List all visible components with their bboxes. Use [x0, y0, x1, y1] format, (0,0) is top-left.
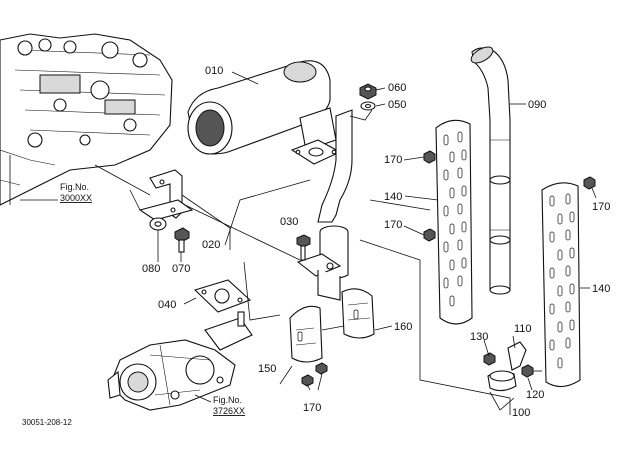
bracket-110	[507, 341, 527, 371]
fig-ref-turbo-line1: Fig.No.	[213, 395, 242, 405]
label-020: 020	[202, 239, 220, 251]
heat-shield-140-right	[541, 182, 581, 388]
bolts-170-bottom	[301, 362, 328, 387]
leader-lines-left	[94, 164, 301, 262]
fig-ref-turbo-line2: 3726XX	[213, 406, 245, 416]
label-050: 050	[388, 99, 406, 111]
fig-ref-engine-line1: Fig.No.	[60, 182, 89, 192]
label-170-bottom: 170	[303, 402, 321, 414]
washer-050	[360, 101, 376, 111]
label-080: 080	[142, 263, 160, 275]
heat-cover-150	[289, 305, 323, 363]
label-090: 090	[528, 99, 546, 111]
label-170-upper: 170	[384, 154, 402, 166]
diagram-code: 30051-208-12	[22, 418, 72, 427]
leader-lines-right	[403, 103, 597, 411]
shield-left-slots	[443, 131, 467, 307]
bolts-170-right	[423, 150, 596, 242]
bolt-030	[296, 234, 311, 261]
label-070: 070	[172, 263, 190, 275]
exhaust-stack-090	[470, 46, 511, 295]
label-130: 130	[470, 331, 488, 343]
label-060: 060	[388, 82, 406, 94]
label-100: 100	[512, 407, 530, 419]
bracket-020	[138, 169, 194, 221]
leader-lines-middle	[224, 71, 511, 415]
washer-080	[149, 217, 167, 231]
label-120: 120	[526, 389, 544, 401]
heat-shield-140-left	[435, 119, 473, 325]
bolt-120	[521, 364, 542, 378]
heat-cover-160	[321, 288, 375, 339]
label-170-middle: 170	[384, 219, 402, 231]
clamp-100	[487, 370, 517, 392]
label-150: 150	[258, 363, 276, 375]
label-140-right: 140	[592, 283, 610, 295]
label-030: 030	[280, 216, 298, 228]
nut-130	[483, 352, 496, 366]
part-labels: 010 020 030 040 050 060 070 080 090 100 …	[142, 65, 610, 419]
fig-ref-engine: Fig.No. 3000XX	[20, 182, 92, 203]
engine-block-illustration	[0, 33, 173, 206]
label-110: 110	[514, 323, 532, 335]
label-170-right: 170	[592, 201, 610, 213]
turbocharger-illustration	[107, 311, 253, 411]
bolt-070	[174, 227, 190, 253]
fig-ref-turbo: Fig.No. 3726XX	[194, 394, 245, 416]
nut-060	[359, 83, 377, 100]
label-010: 010	[205, 65, 223, 77]
gasket-040	[183, 279, 252, 313]
fig-ref-engine-line2: 3000XX	[60, 193, 92, 203]
label-040: 040	[158, 299, 176, 311]
exhaust-pipe	[296, 109, 353, 301]
shield-right-slots	[549, 193, 575, 369]
muffler-010	[187, 60, 342, 165]
label-160: 160	[394, 321, 412, 333]
label-140-left: 140	[384, 191, 402, 203]
